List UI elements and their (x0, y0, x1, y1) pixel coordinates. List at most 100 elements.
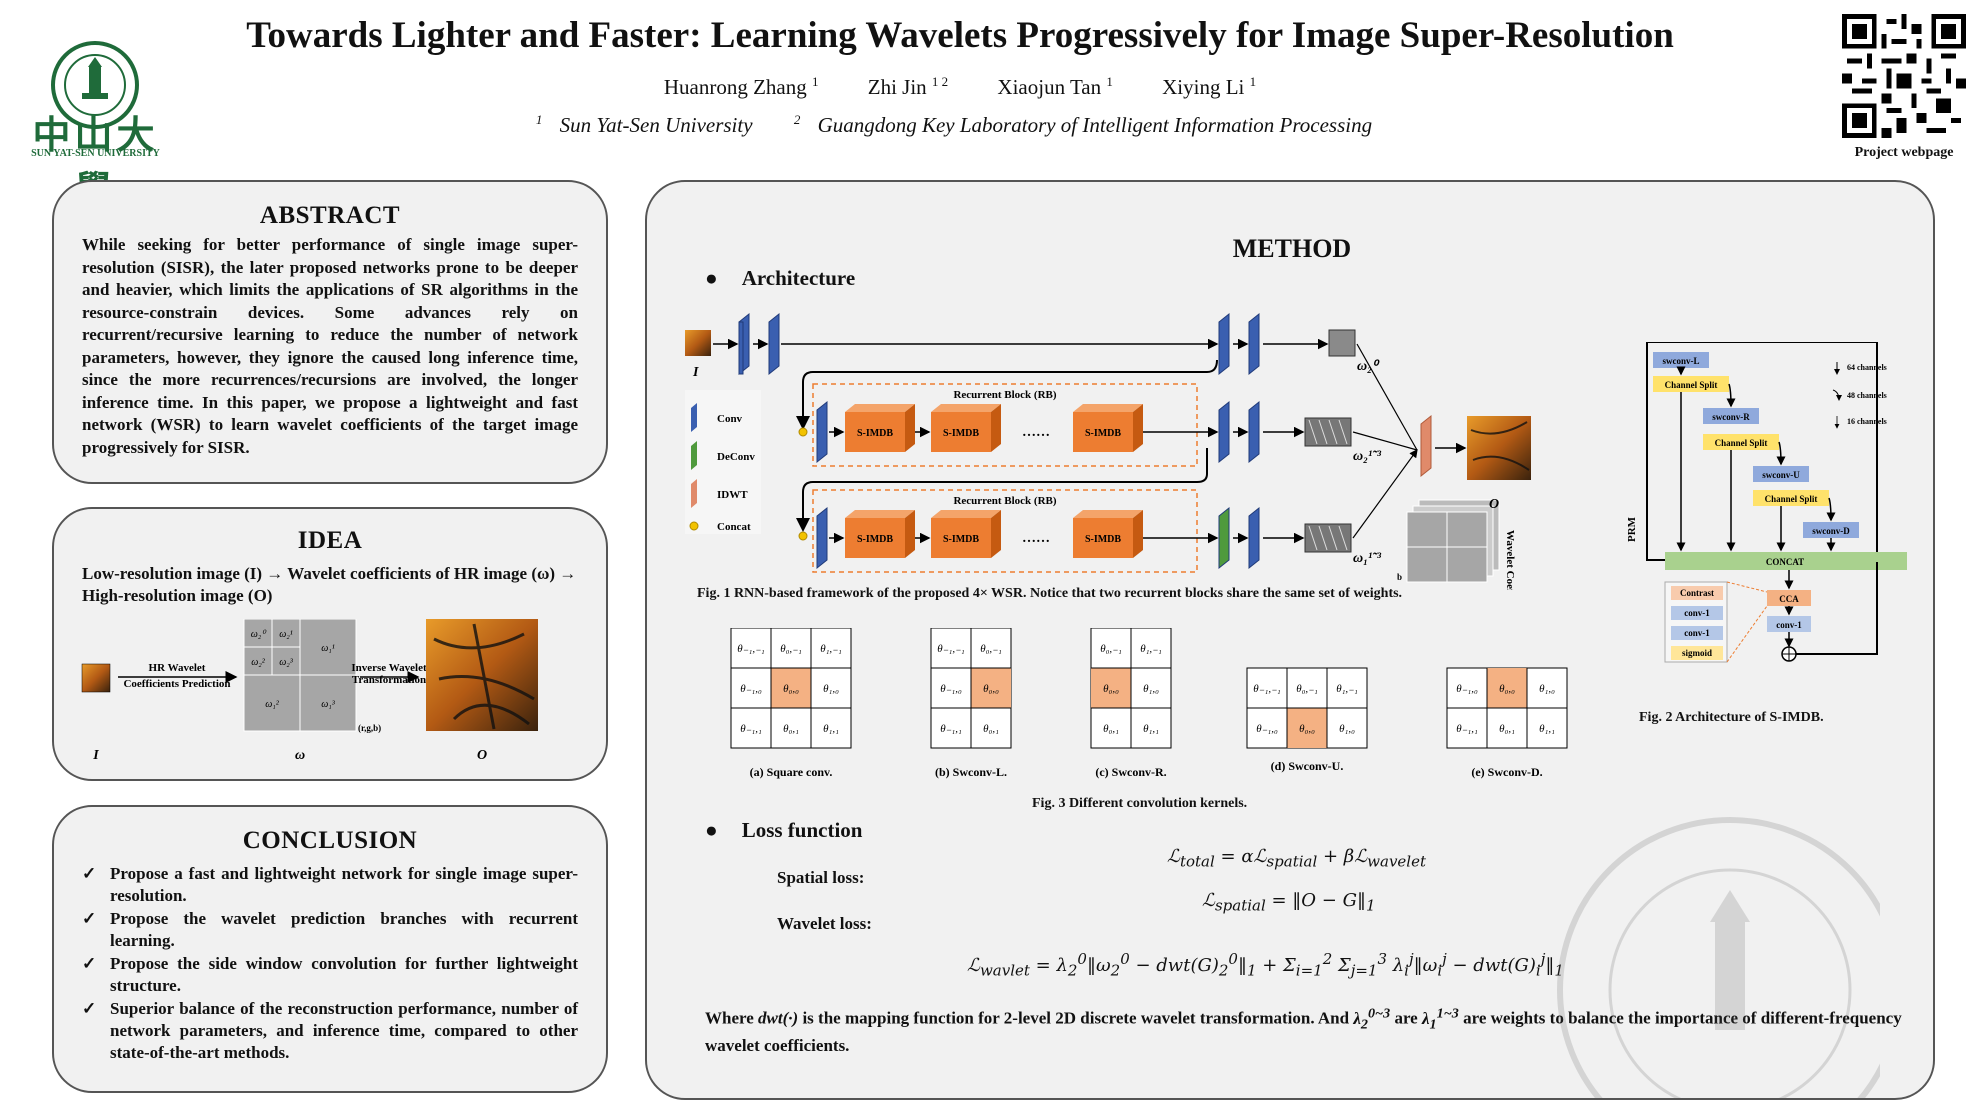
svg-text:CCA: CCA (1779, 594, 1799, 604)
svg-text:I: I (692, 365, 699, 380)
wavelet-patch (1328, 329, 1356, 357)
svg-text:θ₀,₀: θ₀,₀ (1299, 723, 1315, 735)
svg-text:Concat: Concat (717, 521, 751, 533)
svg-text:ω₁²: ω₁² (265, 699, 280, 710)
svg-text:swconv-U: swconv-U (1762, 470, 1800, 480)
svg-text:ω₂³: ω₂³ (279, 657, 294, 668)
arrow2-label-b: Transformation (352, 674, 426, 686)
svg-text:16 channels: 16 channels (1847, 417, 1887, 426)
method-heading: METHOD (1232, 234, 1352, 263)
svg-text:PRM: PRM (1626, 516, 1638, 542)
svg-text:ω₂²: ω₂² (251, 657, 266, 668)
svg-text:θ₋₁,₀: θ₋₁,₀ (940, 683, 962, 695)
conv-block-group (738, 312, 780, 376)
svg-text:ω₁¹: ω₁¹ (321, 643, 335, 654)
svg-text:θ₀,₀: θ₀,₀ (983, 683, 999, 695)
label-omega: ω (295, 748, 305, 763)
svg-text:S-IMDB: S-IMDB (857, 428, 893, 439)
svg-text:……: …… (1022, 425, 1050, 440)
svg-text:θ₋₁,₀: θ₋₁,₀ (1456, 683, 1478, 695)
check-icon: ✓ (82, 864, 97, 883)
abstract-heading: ABSTRACT (259, 202, 401, 229)
svg-text:conv-1: conv-1 (1684, 608, 1710, 618)
svg-text:48 channels: 48 channels (1847, 391, 1887, 400)
list-item: ✓Propose the wavelet prediction branches… (82, 909, 578, 950)
svg-text:θ₀,₁: θ₀,₁ (983, 723, 999, 735)
conclusion-heading: CONCLUSION (242, 827, 418, 854)
svg-text:ω₂¹˜³: ω₂¹˜³ (1353, 449, 1382, 464)
author: Zhi Jin 1 2 (867, 74, 949, 99)
svg-text:swconv-L: swconv-L (1662, 356, 1699, 366)
university-seal-watermark (1557, 817, 1880, 1100)
simdb-block: S-IMDB S-IMDB S-IMDB (845, 404, 1143, 452)
kernel-label: (e) Swconv-D. (1471, 765, 1542, 779)
svg-text:S-IMDB: S-IMDB (943, 428, 979, 439)
loss-heading: ●Loss function (705, 818, 863, 842)
check-icon: ✓ (82, 999, 97, 1018)
legend: Conv DeConv IDWT Concat (689, 403, 755, 533)
svg-text:conv-1: conv-1 (1776, 620, 1802, 630)
fig2-caption: Fig. 2 Architecture of S-IMDB. (1639, 710, 1824, 725)
svg-text:θ₀,₋₁: θ₀,₋₁ (780, 643, 802, 655)
method-panel: METHOD ●Architecture I ω₂⁰ (645, 180, 1935, 1100)
list-item: ✓Propose the side window convolution for… (82, 954, 578, 995)
affiliation: 1 Sun Yat-Sen University (535, 112, 753, 137)
kernel-label: (c) Swconv-R. (1095, 765, 1166, 779)
arrow2-label-a: Inverse Wavelet (351, 662, 427, 674)
fig1-framework-diagram: I ω₂⁰ Conv DeConv IDWT Concat (685, 312, 1531, 590)
author-list: Huanrong Zhang 1 Zhi Jin 1 2 Xiaojun Tan… (200, 74, 1720, 100)
svg-text:θ₀,₀: θ₀,₀ (1103, 683, 1119, 695)
fig2-simdb-diagram: PRM swconv-L Channel Split swconv-R Chan… (1626, 342, 1907, 663)
svg-text:b: b (1397, 572, 1402, 582)
where-text: Where dwt(·) is the mapping function for… (705, 1005, 1902, 1056)
check-icon: ✓ (82, 954, 97, 973)
poster-title: Towards Lighter and Faster: Learning Wav… (246, 15, 1674, 56)
svg-text:sigmoid: sigmoid (1682, 648, 1712, 658)
svg-text:θ₀,₋₁: θ₀,₋₁ (1296, 683, 1318, 695)
recurrent-block-2 (812, 489, 1198, 573)
svg-text:IDWT: IDWT (717, 489, 748, 501)
svg-text:θ₁,₁: θ₁,₁ (1143, 723, 1159, 735)
lr-image (81, 663, 111, 693)
fig3-caption: Fig. 3 Different convolution kernels. (1032, 796, 1248, 811)
wavelet-grid (243, 619, 357, 732)
svg-text:conv-1: conv-1 (1684, 628, 1710, 638)
svg-text:θ₀,₀: θ₀,₀ (1499, 683, 1515, 695)
svg-text:θ₁,₁: θ₁,₁ (1539, 723, 1555, 735)
wavelet-coefficient-stack (1406, 499, 1500, 583)
label-I: I (92, 748, 99, 763)
abstract-panel: ABSTRACT While seeking for better perfor… (52, 180, 608, 484)
svg-text:θ₁,₀: θ₁,₀ (1143, 683, 1159, 695)
author: Huanrong Zhang 1 (663, 74, 819, 99)
svg-text:64 channels: 64 channels (1847, 363, 1887, 372)
idea-text: Low-resolution image (I) → Wavelet coeff… (82, 564, 577, 605)
svg-text:θ₋₁,₋₁: θ₋₁,₋₁ (737, 643, 765, 655)
svg-text:ω₁³: ω₁³ (321, 699, 336, 710)
qr-code-icon[interactable] (1842, 14, 1966, 138)
svg-text:θ₀,₁: θ₀,₁ (1499, 723, 1515, 735)
svg-text:DeConv: DeConv (717, 451, 755, 463)
svg-text:S-IMDB: S-IMDB (1085, 534, 1121, 545)
svg-text:θ₀,₁: θ₀,₁ (783, 723, 799, 735)
svg-text:S-IMDB: S-IMDB (943, 534, 979, 545)
qr-label: Project webpage (1854, 145, 1954, 160)
idea-heading: IDEA (297, 527, 363, 554)
svg-text:θ₀,₋₁: θ₀,₋₁ (980, 643, 1002, 655)
input-image (685, 330, 711, 356)
svg-text:θ₁,₁: θ₁,₁ (823, 723, 839, 735)
svg-text:Recurrent Block (RB): Recurrent Block (RB) (953, 495, 1056, 507)
svg-text:θ₋₁,₀: θ₋₁,₀ (1256, 723, 1278, 735)
rgb-label: (r,g,b) (358, 723, 381, 733)
svg-text:θ₀,₋₁: θ₀,₋₁ (1100, 643, 1122, 655)
recurrent-block-1 (812, 383, 1198, 467)
svg-text:S-IMDB: S-IMDB (857, 534, 893, 545)
svg-text:CONCAT: CONCAT (1766, 557, 1804, 567)
wavelet-loss-label: Wavelet loss: (777, 914, 872, 933)
svg-text:Channel Split: Channel Split (1665, 380, 1718, 390)
list-item: ✓Propose a fast and lightweight network … (82, 864, 578, 905)
